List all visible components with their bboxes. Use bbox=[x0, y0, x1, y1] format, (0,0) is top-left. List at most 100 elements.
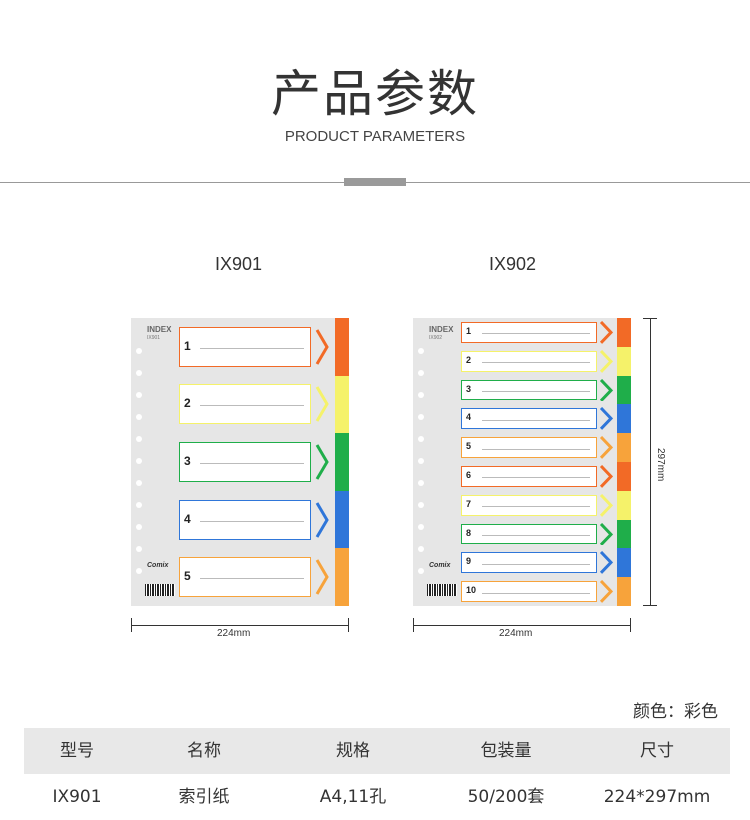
chevron-right-icon bbox=[599, 493, 613, 517]
dimension-tick bbox=[630, 618, 631, 632]
punch-hole bbox=[136, 392, 142, 398]
punch-hole bbox=[418, 568, 424, 574]
width-dimension-label: 224mm bbox=[499, 628, 533, 639]
tab-label-slot: 9 bbox=[461, 552, 597, 574]
write-line bbox=[482, 563, 590, 565]
punch-hole bbox=[418, 370, 424, 376]
tab-number: 5 bbox=[466, 441, 472, 452]
punch-hole bbox=[136, 370, 142, 376]
header-cell-name: 名称 bbox=[187, 741, 221, 761]
color-note: 颜色：彩色 bbox=[633, 702, 718, 722]
width-dimension-line bbox=[131, 625, 349, 626]
cell-spec: A4,11孔 bbox=[319, 787, 387, 807]
dimension-tick bbox=[643, 318, 657, 319]
divider-tab bbox=[335, 548, 349, 606]
punch-hole bbox=[418, 480, 424, 486]
punch-hole bbox=[418, 524, 424, 530]
chevron-right-icon bbox=[599, 407, 613, 431]
divider-tab bbox=[617, 548, 631, 578]
punch-hole bbox=[418, 546, 424, 552]
punch-hole bbox=[418, 348, 424, 354]
divider-tab bbox=[617, 433, 631, 462]
divider-tab bbox=[617, 519, 631, 549]
index-label: INDEX bbox=[429, 325, 454, 334]
cell-size: 224*297mm bbox=[603, 787, 711, 807]
write-line bbox=[482, 592, 590, 594]
tab-number: 5 bbox=[184, 569, 191, 584]
chevron-right-icon bbox=[315, 559, 329, 595]
header-cell-package: 包装量 bbox=[480, 741, 532, 761]
divider-tab bbox=[617, 404, 631, 434]
index-label: INDEX bbox=[147, 325, 172, 334]
divider-tab bbox=[617, 462, 631, 491]
index-model: IX902 bbox=[429, 335, 443, 341]
write-line bbox=[200, 520, 304, 522]
chevron-right-icon bbox=[315, 444, 329, 480]
punch-hole bbox=[136, 480, 142, 486]
tab-number: 4 bbox=[466, 412, 472, 423]
punch-hole bbox=[418, 502, 424, 508]
write-line bbox=[482, 390, 590, 392]
chevron-right-icon bbox=[599, 465, 613, 488]
tab-label-slot: 2 bbox=[461, 350, 597, 372]
dimension-tick bbox=[131, 618, 132, 632]
tab-number: 1 bbox=[466, 326, 472, 336]
tab-number: 1 bbox=[184, 338, 191, 353]
brand-logo: Comix bbox=[429, 562, 451, 569]
write-line bbox=[200, 578, 304, 580]
chevron-right-icon bbox=[599, 436, 613, 459]
header-cell-size: 尺寸 bbox=[640, 741, 674, 761]
dimension-tick bbox=[643, 605, 657, 606]
chevron-right-icon bbox=[315, 329, 329, 365]
product-model-label-2: IX902 bbox=[489, 254, 537, 274]
punch-hole bbox=[136, 568, 142, 574]
chevron-right-icon bbox=[599, 321, 613, 344]
header-divider-accent bbox=[344, 178, 406, 186]
punch-hole bbox=[136, 414, 142, 420]
header-cell-spec: 规格 bbox=[336, 741, 370, 761]
tab-number: 2 bbox=[184, 396, 191, 411]
barcode-icon bbox=[145, 584, 175, 596]
write-line bbox=[482, 362, 590, 364]
tab-number: 9 bbox=[466, 556, 472, 567]
tab-label-slot: 8 bbox=[461, 523, 597, 545]
cell-name: 索引纸 bbox=[178, 787, 230, 807]
punch-hole bbox=[136, 502, 142, 508]
write-line bbox=[482, 534, 590, 536]
write-line bbox=[482, 333, 590, 335]
write-line bbox=[482, 506, 590, 508]
tab-label-slot: 10 bbox=[461, 581, 597, 602]
tab-label-slot: 4 bbox=[461, 408, 597, 430]
spec-table-header: 型号 名称 规格 包装量 尺寸 bbox=[24, 728, 730, 774]
brand-logo: Comix bbox=[147, 562, 169, 569]
chevron-right-icon bbox=[599, 349, 613, 373]
divider-tab bbox=[335, 433, 349, 491]
punch-hole bbox=[418, 414, 424, 420]
tab-number: 3 bbox=[184, 454, 191, 468]
tab-number: 3 bbox=[466, 383, 472, 394]
punch-hole bbox=[136, 458, 142, 464]
tab-number: 6 bbox=[466, 470, 472, 480]
punch-hole bbox=[418, 392, 424, 398]
write-line bbox=[200, 347, 304, 349]
tab-number: 2 bbox=[466, 354, 472, 365]
product-image-ix902: INDEX IX902 Comix 1 2 3 4 5 6 7 8 9 10 bbox=[413, 318, 631, 606]
product-model-label-1: IX901 bbox=[215, 254, 263, 274]
punch-hole bbox=[136, 546, 142, 552]
tab-label-slot: 3 bbox=[461, 379, 597, 401]
punch-hole bbox=[418, 436, 424, 442]
height-dimension-line bbox=[650, 318, 651, 606]
header-cell-model: 型号 bbox=[60, 741, 94, 761]
divider-tab bbox=[335, 318, 349, 376]
tab-number: 7 bbox=[466, 498, 472, 509]
write-line bbox=[482, 448, 590, 450]
chevron-right-icon bbox=[599, 522, 613, 546]
page-title: 产品参数 bbox=[271, 65, 479, 123]
chevron-right-icon bbox=[599, 378, 613, 402]
tab-number: 10 bbox=[466, 585, 477, 596]
barcode-icon bbox=[427, 584, 457, 596]
divider-tab bbox=[617, 318, 631, 347]
page-subtitle: PRODUCT PARAMETERS bbox=[284, 128, 466, 145]
dimension-tick bbox=[413, 618, 414, 632]
